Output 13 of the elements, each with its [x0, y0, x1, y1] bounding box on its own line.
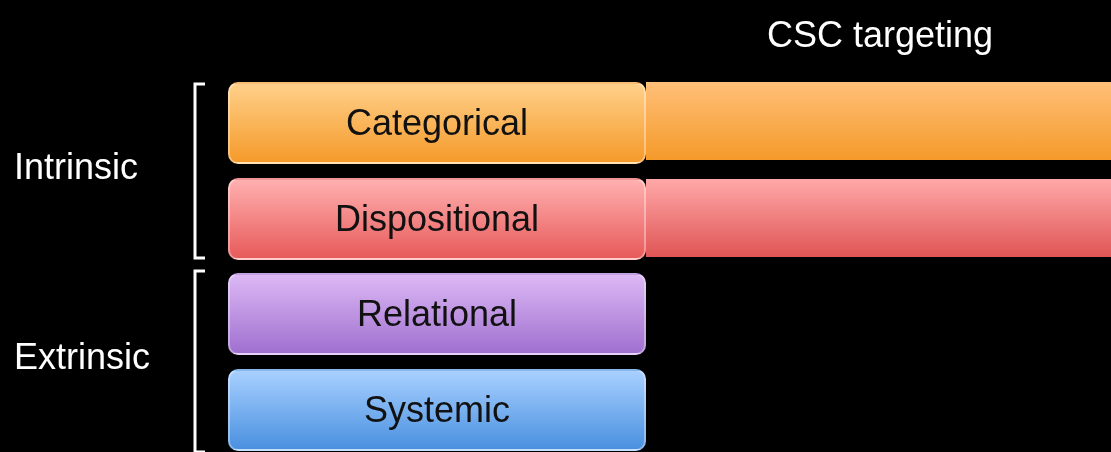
- category-label: Categorical: [345, 102, 529, 144]
- category-box: [228, 369, 646, 451]
- targeting-bar: [646, 82, 1111, 160]
- category-box: [228, 82, 646, 164]
- category-label: Dispositional: [334, 198, 540, 240]
- group-label: Extrinsic: [14, 336, 151, 378]
- group-label: Intrinsic: [14, 146, 139, 188]
- category-box: [228, 273, 646, 355]
- category-label: Systemic: [364, 389, 510, 431]
- category-box: [228, 178, 646, 260]
- column-heading: CSC targeting: [767, 14, 994, 56]
- targeting-bar: [646, 179, 1111, 257]
- category-label: Relational: [356, 293, 518, 335]
